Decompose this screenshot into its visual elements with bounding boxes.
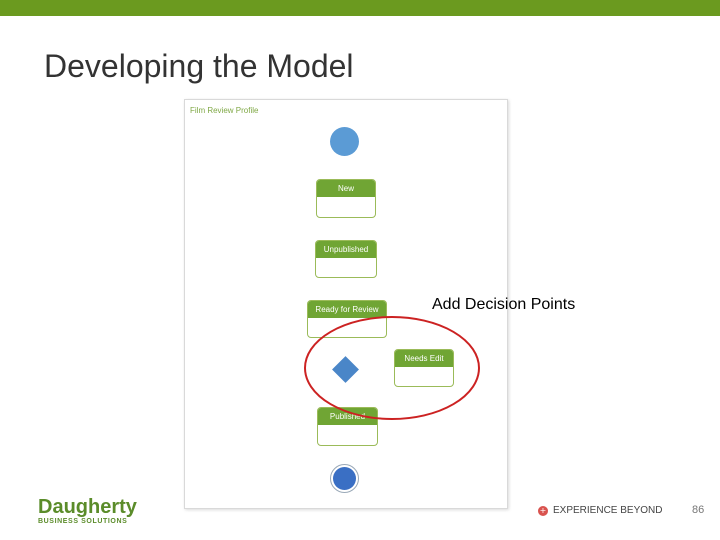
slide-title: Developing the Model	[44, 48, 354, 84]
tagline: + EXPERIENCE BEYOND	[538, 505, 662, 516]
state-new: New	[316, 179, 376, 218]
highlight-ellipse-shape	[304, 316, 480, 420]
company-division: BUSINESS SOLUTIONS	[38, 518, 128, 525]
state-label: New	[317, 180, 375, 197]
state-label: Unpublished	[316, 241, 376, 258]
tagline-text: EXPERIENCE BEYOND	[553, 505, 663, 516]
state-label: Needs Edit	[395, 350, 453, 367]
end-node	[330, 464, 359, 493]
company-name: Daugherty	[38, 496, 137, 518]
company-logo: Daugherty BUSINESS SOLUTIONS	[38, 496, 137, 525]
state-needs-edit: Needs Edit	[394, 349, 454, 387]
diagram-profile-title: Film Review Profile	[190, 106, 259, 115]
plus-icon: +	[538, 505, 548, 516]
state-published: Published	[317, 407, 378, 446]
state-label: Published	[318, 408, 377, 425]
top-accent-bar	[0, 0, 720, 16]
annotation-highlight-ellipse	[304, 316, 480, 420]
state-ready-for-review: Ready for Review	[307, 300, 387, 338]
end-node-core	[333, 467, 356, 490]
state-unpublished: Unpublished	[315, 240, 377, 278]
start-node	[330, 127, 359, 156]
page-number: 86	[692, 504, 705, 516]
state-label: Ready for Review	[308, 301, 386, 318]
annotation-label: Add Decision Points	[432, 296, 576, 313]
